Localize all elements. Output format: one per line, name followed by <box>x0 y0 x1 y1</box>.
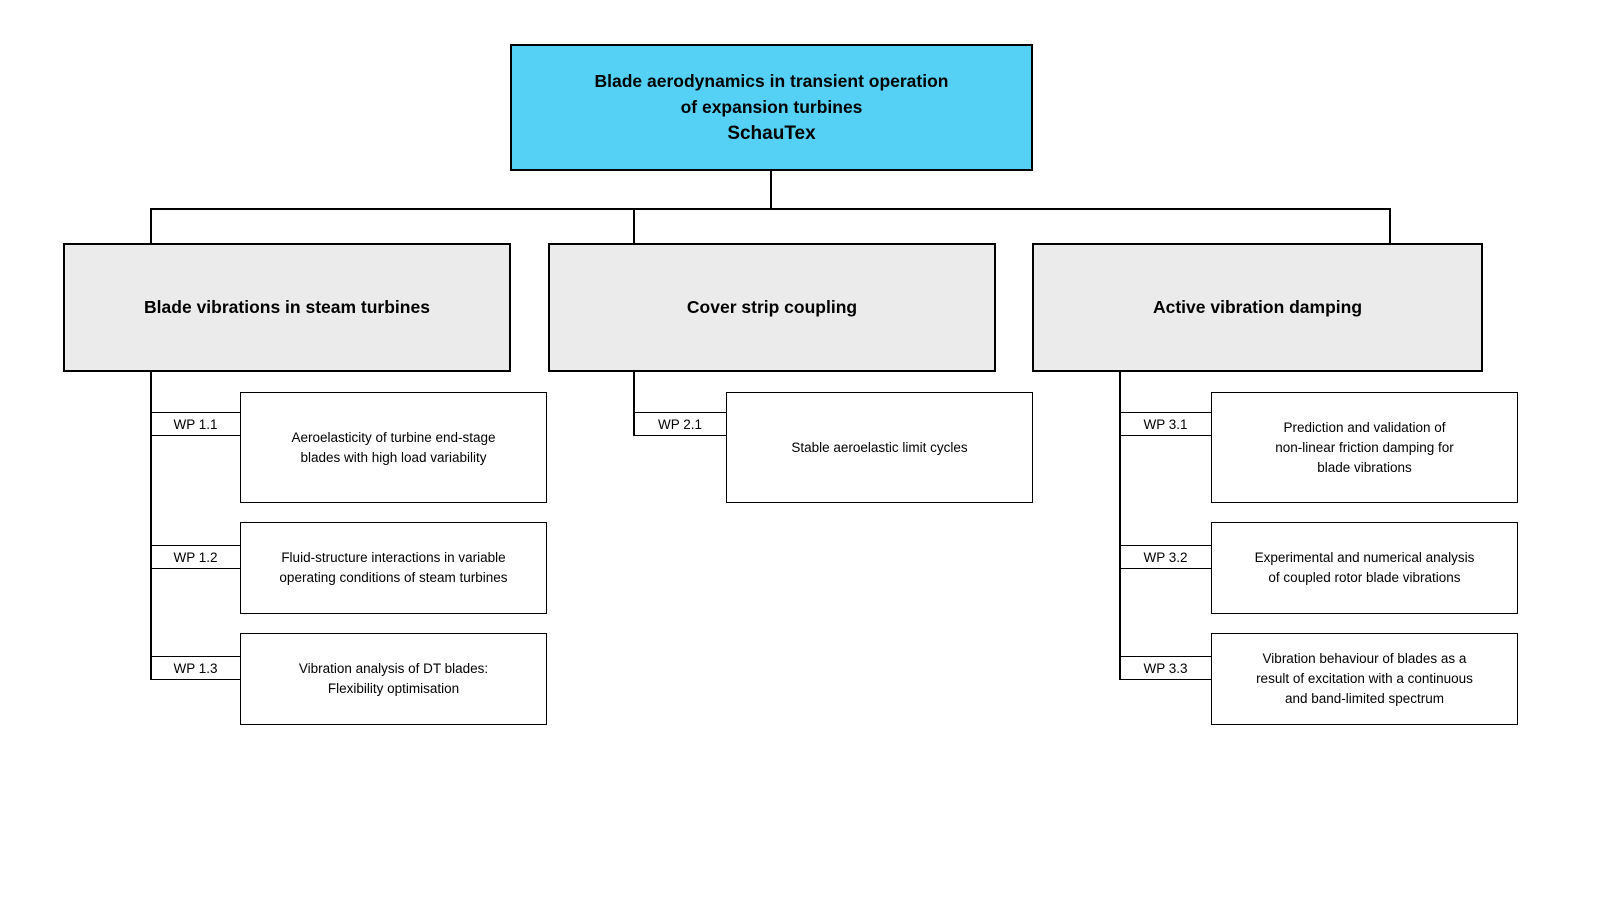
wp-id-label: WP 3.2 <box>1143 549 1188 565</box>
branch-label: Blade vibrations in steam turbines <box>144 297 430 317</box>
wp-node-3-2: Experimental and numerical analysis of c… <box>1211 522 1518 614</box>
wp-node-3-3: Vibration behaviour of blades as a resul… <box>1211 633 1518 725</box>
root-title: Blade aerodynamics in transient operatio… <box>594 71 949 117</box>
wp-tab-3-2: WP 3.2 <box>1120 545 1211 569</box>
wp-id-label: WP 1.1 <box>173 416 218 432</box>
wp-node-2-1: Stable aeroelastic limit cycles <box>726 392 1033 503</box>
wp-text: Fluid-structure interactions in variable… <box>279 550 508 585</box>
wp-tab-2-1: WP 2.1 <box>634 412 726 436</box>
wp-node-1-3: Vibration analysis of DT blades: Flexibi… <box>240 633 547 725</box>
wp-node-1-2: Fluid-structure interactions in variable… <box>240 522 547 614</box>
wp-text: Vibration analysis of DT blades: Flexibi… <box>298 661 489 696</box>
branch-node-active-vibration-damping: Active vibration damping <box>1032 243 1483 372</box>
wp-tab-1-3: WP 1.3 <box>151 656 240 680</box>
connector-branch-bus <box>151 208 1391 210</box>
branch-label: Active vibration damping <box>1152 297 1363 317</box>
root-node: Blade aerodynamics in transient operatio… <box>510 44 1033 171</box>
wp-id-label: WP 3.1 <box>1143 416 1188 432</box>
wp-tab-1-2: WP 1.2 <box>151 545 240 569</box>
wp-tab-3-1: WP 3.1 <box>1120 412 1211 436</box>
connector-stem-branch-2 <box>633 372 635 436</box>
wp-id-label: WP 1.2 <box>173 549 218 565</box>
wp-node-1-1: Aeroelasticity of turbine end-stage blad… <box>240 392 547 503</box>
branch-node-blade-vibrations: Blade vibrations in steam turbines <box>63 243 511 372</box>
connector-drop-branch-2 <box>633 208 635 243</box>
wp-node-3-1: Prediction and validation of non-linear … <box>1211 392 1518 503</box>
connector-drop-branch-1 <box>150 208 152 243</box>
wp-text: Vibration behaviour of blades as a resul… <box>1256 651 1473 706</box>
wp-text: Aeroelasticity of turbine end-stage blad… <box>291 429 496 465</box>
wp-text: Prediction and validation of non-linear … <box>1275 419 1454 475</box>
wp-tab-3-3: WP 3.3 <box>1120 656 1211 680</box>
connector-drop-branch-3 <box>1389 208 1391 243</box>
branch-node-cover-strip-coupling: Cover strip coupling <box>548 243 996 372</box>
wp-text: Stable aeroelastic limit cycles <box>791 439 968 455</box>
branch-label: Cover strip coupling <box>686 297 858 317</box>
wp-id-label: WP 1.3 <box>173 660 218 676</box>
connector-stem-branch-1 <box>150 372 152 680</box>
wp-id-label: WP 2.1 <box>657 416 703 432</box>
root-subtitle: SchauTex <box>727 123 816 144</box>
wp-tab-1-1: WP 1.1 <box>151 412 240 436</box>
connector-root-stem <box>770 171 772 208</box>
wp-id-label: WP 3.3 <box>1143 660 1188 676</box>
wp-text: Experimental and numerical analysis of c… <box>1254 550 1475 585</box>
connector-stem-branch-3 <box>1119 372 1121 680</box>
